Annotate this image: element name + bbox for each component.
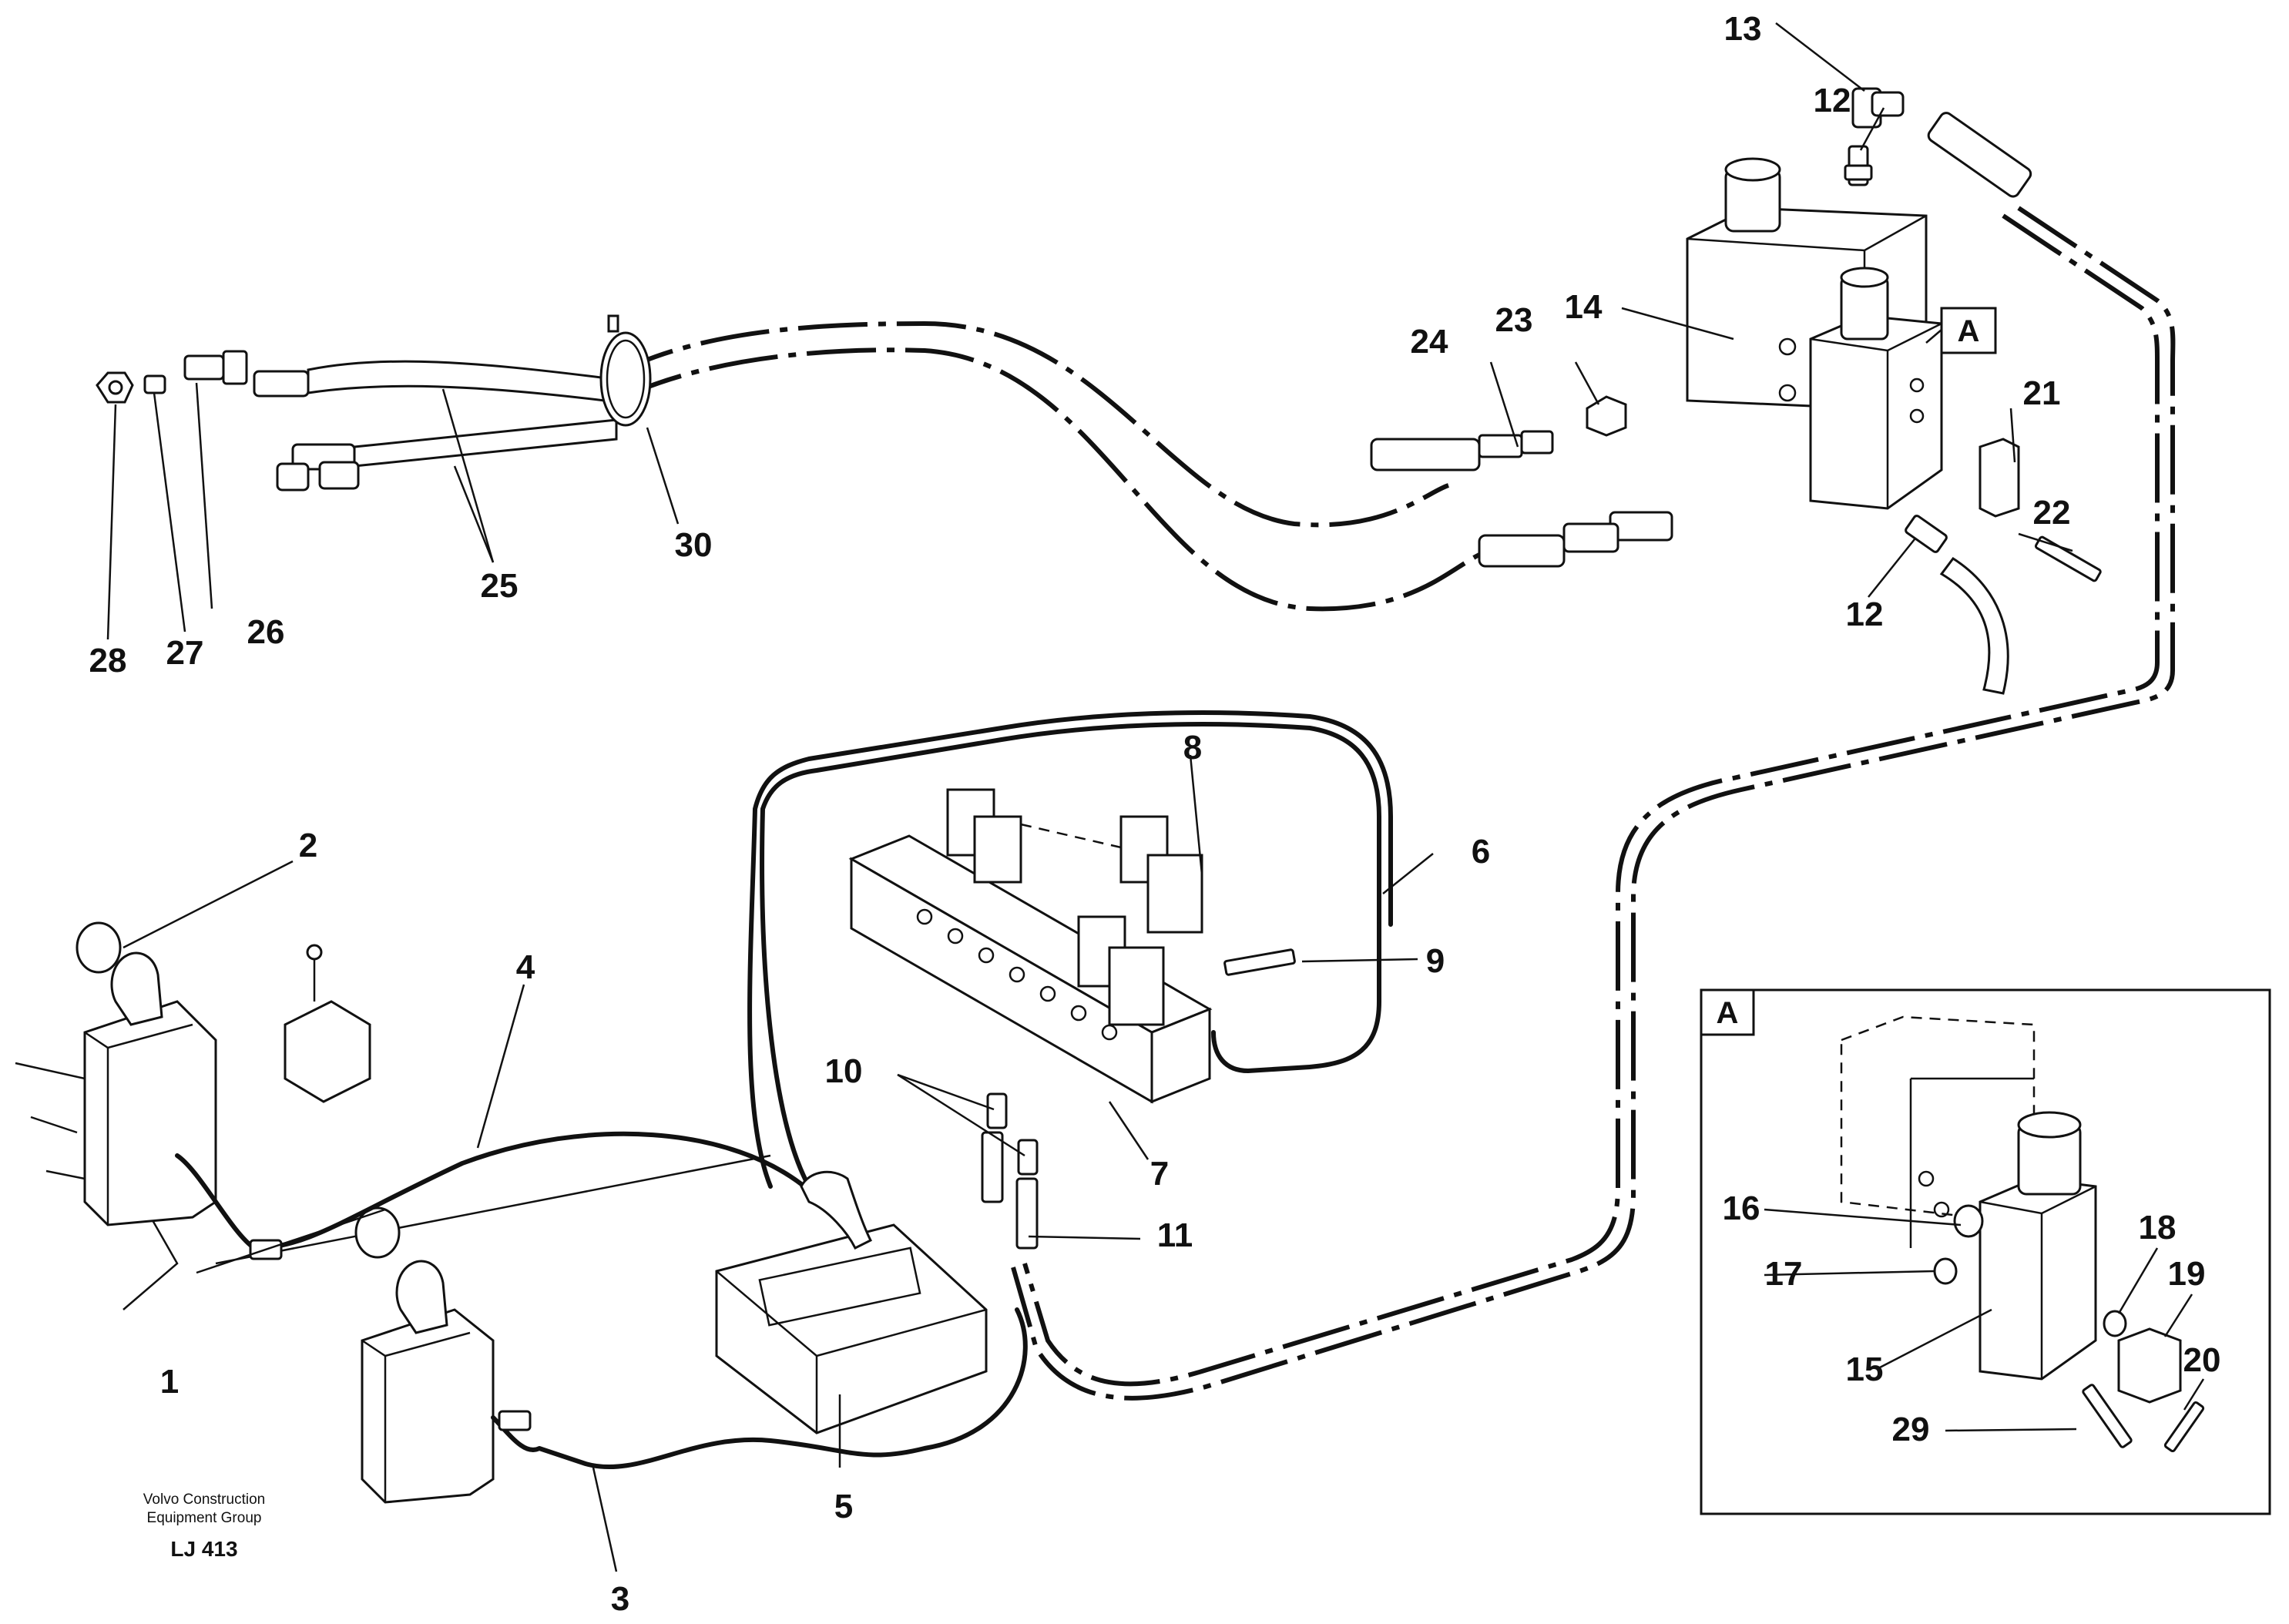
o-ring-18 (2103, 1310, 2127, 1337)
relays-8 (946, 788, 1203, 1026)
connectors-10 (986, 1092, 1039, 1176)
solenoid-15 (1979, 1111, 2097, 1381)
elbow-13 (1851, 87, 1905, 129)
callout-29: 29 (1892, 1411, 1930, 1448)
joystick-1 (354, 1206, 495, 1504)
callout-16: 16 (1723, 1189, 1760, 1227)
small-lever (284, 944, 371, 1103)
fitting-24 (1370, 430, 1554, 471)
callout-8: 8 (1183, 729, 1202, 767)
callout-12-bottom: 12 (1846, 596, 1884, 633)
leader-lines (106, 22, 2205, 1572)
callout-9: 9 (1426, 942, 1445, 980)
bolt-20 (2163, 1401, 2205, 1453)
nut-28 (96, 371, 134, 404)
callout-13: 13 (1724, 10, 1762, 48)
callout-3: 3 (611, 1580, 629, 1618)
lower-hose-end (1478, 511, 1673, 568)
fitting-26 (183, 350, 248, 385)
callout-22: 22 (2033, 494, 2071, 532)
callout-10: 10 (825, 1052, 863, 1090)
main-cable-harness (747, 710, 1393, 1189)
callout-12-top: 12 (1814, 82, 1851, 119)
o-ring-17 (1933, 1257, 1958, 1285)
callout-20: 20 (2183, 1341, 2221, 1379)
hydraulic-hoses (607, 206, 2176, 1401)
bolt-29 (2082, 1384, 2133, 1448)
callout-15: 15 (1846, 1351, 1884, 1388)
fitting-12-bottom (1905, 515, 2009, 695)
cable-3 (491, 1307, 1028, 1469)
joystick-2 (76, 921, 217, 1226)
callout-2: 2 (299, 827, 317, 864)
block-19 (2117, 1327, 2182, 1404)
cable-6 (1211, 922, 1381, 1073)
callout-19: 19 (2168, 1255, 2206, 1293)
callout-21: 21 (2023, 374, 2061, 412)
callout-28: 28 (89, 642, 127, 679)
cable-4 (175, 1131, 811, 1260)
credit-line-1: Volvo Construction (143, 1491, 265, 1508)
solenoid-valve (1809, 267, 1943, 510)
detail-marker-a: A (1925, 307, 1997, 354)
callout-24: 24 (1411, 323, 1448, 361)
credit-block: Volvo Construction Equipment Group LJ 41… (143, 1491, 265, 1561)
hose-end-top-right (1927, 112, 2032, 198)
detail-marker-a-label: A (1958, 314, 1980, 348)
connectors-11 (981, 1131, 1039, 1250)
hose-clamp-30 (599, 314, 652, 427)
drawing-code: LJ 413 (170, 1537, 237, 1561)
callout-26: 26 (247, 613, 285, 651)
hose-assembly-25 (253, 360, 618, 492)
callout-11: 11 (1157, 1216, 1193, 1254)
credit-line-2: Equipment Group (147, 1510, 262, 1526)
callout-14: 14 (1565, 288, 1603, 326)
callout-27: 27 (166, 634, 204, 672)
bolt-9 (1223, 948, 1296, 976)
valve-body-inset (1840, 1015, 2036, 1248)
callout-7: 7 (1150, 1155, 1169, 1193)
callout-18: 18 (2139, 1209, 2177, 1247)
fitting-23 (1586, 395, 1627, 437)
callout-1: 1 (160, 1363, 179, 1401)
fitting-12-top (1844, 145, 1873, 186)
callout-25: 25 (481, 567, 519, 605)
callout-4: 4 (516, 948, 535, 986)
callout-labels: 1 2 3 4 5 6 7 8 9 10 11 12 12 13 14 15 1… (89, 10, 2221, 1618)
ecu-5 (715, 1170, 988, 1434)
fitting-27 (143, 374, 166, 394)
callout-5: 5 (834, 1488, 853, 1525)
o-ring-16 (1953, 1204, 1984, 1238)
bolt-22 (2034, 535, 2102, 582)
callout-6: 6 (1472, 833, 1490, 871)
callout-23: 23 (1495, 301, 1533, 339)
callout-30: 30 (675, 526, 713, 564)
callout-17: 17 (1765, 1255, 1803, 1293)
block-21 (1979, 438, 2020, 518)
detail-inset-a-label: A (1717, 996, 1739, 1030)
